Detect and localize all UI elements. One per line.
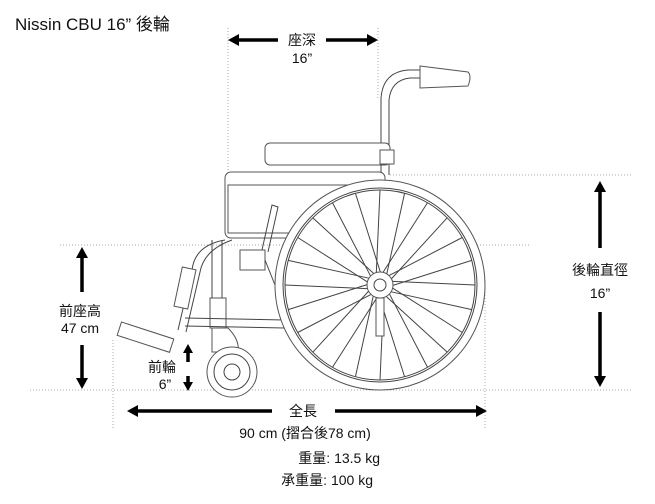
diagram-title: Nissin CBU 16” 後輪 [15,15,170,34]
wheel-spoke [332,202,373,279]
weight-text: 重量: 13.5 kg [298,450,380,466]
wheelchair-illustration [116,65,486,398]
rear-wheel-diameter-dimension: 後輪直徑 16” [572,181,628,387]
wheel-spoke [297,292,374,333]
overall-length-value: 90 cm (摺合後78 cm) [239,425,370,441]
guide-lines [30,28,632,428]
wheel-spoke [390,286,463,333]
front-wheel-label: 前輪 [148,359,176,375]
seat-depth-value: 16” [292,50,313,66]
front-seat-height-value: 47 cm [61,320,99,336]
wheel-spoke [375,189,381,275]
overall-length-dimension: 全長 90 cm (摺合後78 cm) [127,403,487,441]
overall-length-label: 全長 [289,403,317,419]
front-wheel-value: 6” [159,376,172,392]
rear-wheel-diameter-label: 後輪直徑 [572,262,628,278]
wheel-spoke [284,284,370,290]
wheel-spoke [387,291,428,368]
wheel-spoke [390,259,472,287]
seat-depth-dimension: 座深 16” [228,32,378,66]
front-wheel-dimension: 前輪 6” [148,344,193,392]
footrest [116,321,175,353]
rear-wheel-diameter-value: 16” [590,285,611,301]
front-seat-height-label: 前座高 [59,303,101,319]
seat-depth-label: 座深 [288,32,316,48]
front-seat-height-dimension: 前座高 47 cm [59,247,101,389]
handle-grip [419,65,471,89]
armrest-pad [264,142,391,166]
wheel-spoke [381,202,428,275]
wheel-spoke [386,237,463,278]
max-load-text: 承重量: 100 kg [281,472,373,488]
wheel-spoke [297,237,370,284]
wheel-spoke [332,295,379,368]
